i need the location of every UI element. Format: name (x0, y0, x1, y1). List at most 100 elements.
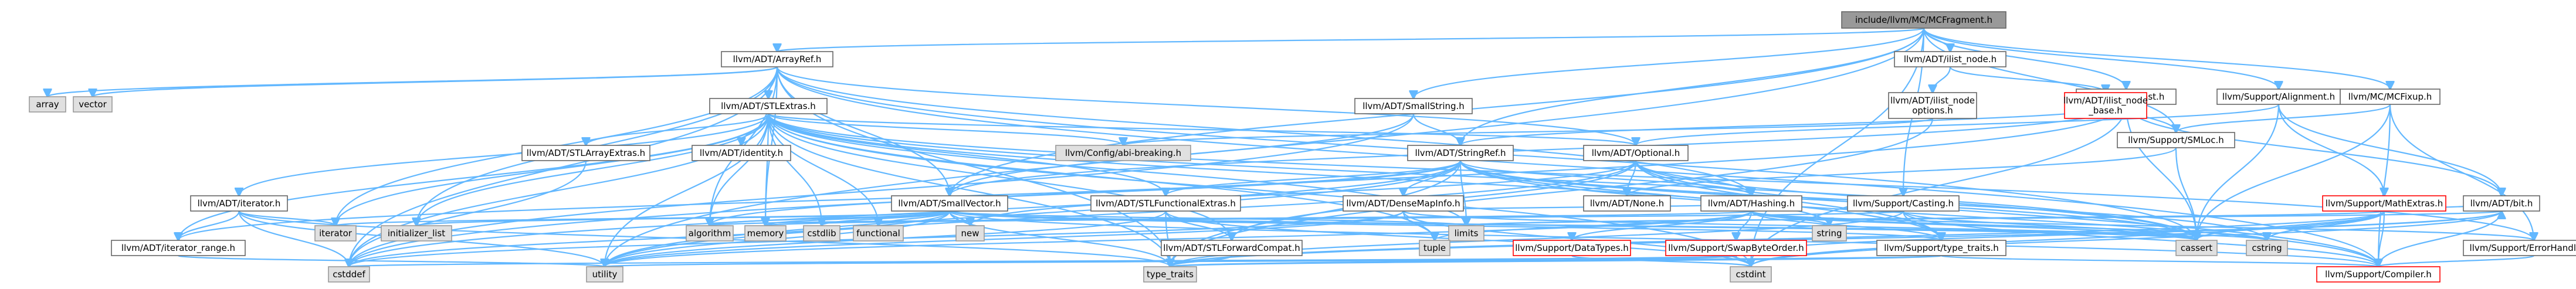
node-box-ilist_node_base[interactable] (2064, 92, 2147, 119)
node-box-stlarrayextras[interactable] (521, 145, 650, 161)
node-iterator[interactable]: llvm/ADT/iterator.h (190, 195, 288, 212)
node-bit[interactable]: llvm/ADT/bit.h (2463, 195, 2540, 212)
node-box-stlextras[interactable] (709, 98, 828, 114)
node-hashing[interactable]: llvm/ADT/Hashing.h (1700, 195, 1802, 212)
node-box-stlforwardcompat[interactable] (1161, 240, 1303, 256)
node-box-stlfunctionalextras[interactable] (1090, 195, 1241, 212)
node-ilist_node_base[interactable]: llvm/ADT/ilist_node_base.h (2063, 92, 2148, 119)
node-errorhandling[interactable]: llvm/Support/ErrorHandling.h (2463, 240, 2576, 256)
node-new[interactable]: new (955, 225, 985, 242)
node-none[interactable]: llvm/ADT/None.h (1583, 195, 1671, 212)
node-box-iterator_range[interactable] (111, 240, 246, 256)
node-box-cstring[interactable] (2246, 240, 2288, 256)
node-casting[interactable]: llvm/Support/Casting.h (1847, 195, 1960, 212)
node-box-utility[interactable] (586, 266, 623, 283)
node-box-cstddef[interactable] (328, 266, 370, 283)
node-stringref[interactable]: llvm/ADT/StringRef.h (1407, 145, 1514, 161)
node-box-optional[interactable] (1583, 145, 1689, 161)
node-cstddef[interactable]: cstddef (328, 266, 370, 283)
node-box-type_traits_llvm[interactable] (1876, 240, 2006, 256)
node-mathextras[interactable]: llvm/Support/MathExtras.h (2322, 195, 2446, 212)
node-box-iterator_std[interactable] (314, 225, 357, 242)
node-box-datatypes[interactable] (1513, 240, 1631, 256)
node-stlfunctionalextras[interactable]: llvm/ADT/STLFunctionalExtras.h (1090, 195, 1241, 212)
node-box-iterator[interactable] (190, 195, 288, 212)
node-box-casting[interactable] (1847, 195, 1960, 212)
node-box-new[interactable] (955, 225, 985, 242)
node-box-abi_breaking[interactable] (1055, 145, 1191, 161)
node-functional[interactable]: functional (853, 225, 904, 242)
node-box-smallvector[interactable] (891, 195, 1008, 212)
node-iterator_std[interactable]: iterator (314, 225, 357, 242)
node-box-smallstring[interactable] (1354, 98, 1473, 114)
node-box-mathextras[interactable] (2322, 195, 2446, 212)
node-box-arrayref[interactable] (721, 51, 833, 67)
node-initializer_list[interactable]: initializer_list (381, 225, 452, 242)
node-algorithm[interactable]: algorithm (686, 225, 734, 242)
node-box-mcfixup[interactable] (2340, 89, 2441, 105)
node-identity[interactable]: llvm/ADT/identity.h (692, 145, 791, 161)
node-stlforwardcompat[interactable]: llvm/ADT/STLForwardCompat.h (1161, 240, 1303, 256)
node-vector[interactable]: vector (73, 96, 113, 113)
node-label-none: llvm/ADT/None.h (1590, 198, 1664, 209)
node-compiler[interactable]: llvm/Support/Compiler.h (2316, 266, 2441, 283)
node-cstring[interactable]: cstring (2246, 240, 2288, 256)
node-box-swapbyteorder[interactable] (1665, 240, 1807, 256)
node-box-type_traits[interactable] (1143, 266, 1197, 283)
node-cstdint[interactable]: cstdint (1730, 266, 1772, 283)
node-stlarrayextras[interactable]: llvm/ADT/STLArrayExtras.h (521, 145, 650, 161)
node-swapbyteorder[interactable]: llvm/Support/SwapByteOrder.h (1665, 240, 1807, 256)
node-string[interactable]: string (1812, 225, 1847, 242)
node-box-compiler[interactable] (2316, 266, 2441, 283)
node-box-cstdint[interactable] (1730, 266, 1772, 283)
node-smallstring[interactable]: llvm/ADT/SmallString.h (1354, 98, 1473, 114)
node-utility[interactable]: utility (586, 266, 623, 283)
node-box-limits[interactable] (1448, 225, 1484, 242)
node-iterator_range[interactable]: llvm/ADT/iterator_range.h (111, 240, 246, 256)
node-box-bit[interactable] (2463, 195, 2540, 212)
node-root[interactable]: include/llvm/MC/MCFragment.h (1841, 11, 2006, 29)
edge-root-to-smallstring (1414, 28, 1925, 98)
node-box-cstdlib[interactable] (803, 225, 840, 242)
edge-stlextras-to-cstddef (349, 113, 770, 267)
node-box-stringref[interactable] (1407, 145, 1514, 161)
node-box-vector[interactable] (73, 96, 113, 113)
node-mcfixup[interactable]: llvm/MC/MCFixup.h (2340, 89, 2441, 105)
node-stlextras[interactable]: llvm/ADT/STLExtras.h (709, 98, 828, 114)
node-smallvector[interactable]: llvm/ADT/SmallVector.h (891, 195, 1008, 212)
node-box-cassert[interactable] (2175, 240, 2218, 256)
node-box-errorhandling[interactable] (2463, 240, 2576, 256)
node-optional[interactable]: llvm/ADT/Optional.h (1583, 145, 1689, 161)
node-array[interactable]: array (29, 96, 66, 113)
node-box-algorithm[interactable] (686, 225, 734, 242)
node-box-functional[interactable] (853, 225, 904, 242)
node-cstdlib[interactable]: cstdlib (803, 225, 840, 242)
node-box-identity[interactable] (692, 145, 791, 161)
node-datatypes[interactable]: llvm/Support/DataTypes.h (1513, 240, 1631, 256)
node-box-smloc[interactable] (2117, 132, 2235, 148)
node-tuple[interactable]: tuple (1419, 240, 1450, 256)
node-box-string[interactable] (1812, 225, 1847, 242)
node-box-initializer_list[interactable] (381, 225, 452, 242)
node-box-array[interactable] (29, 96, 66, 113)
node-limits[interactable]: limits (1448, 225, 1484, 242)
node-box-memory[interactable] (744, 225, 787, 242)
node-box-densemapinfo[interactable] (1343, 195, 1464, 212)
node-type_traits[interactable]: type_traits (1143, 266, 1197, 283)
node-arrayref[interactable]: llvm/ADT/ArrayRef.h (721, 51, 833, 67)
node-alignment[interactable]: llvm/Support/Alignment.h (2216, 89, 2341, 105)
node-ilist_node[interactable]: llvm/ADT/ilist_node.h (1894, 51, 2006, 67)
node-abi_breaking[interactable]: llvm/Config/abi-breaking.h (1055, 145, 1191, 161)
node-memory[interactable]: memory (744, 225, 787, 242)
node-cassert[interactable]: cassert (2175, 240, 2218, 256)
node-box-none[interactable] (1583, 195, 1671, 212)
node-type_traits_llvm[interactable]: llvm/Support/type_traits.h (1876, 240, 2006, 256)
node-box-tuple[interactable] (1419, 240, 1450, 256)
node-box-ilist_node[interactable] (1894, 51, 2006, 67)
node-box-hashing[interactable] (1700, 195, 1802, 212)
node-box-root[interactable] (1841, 11, 2006, 29)
node-densemapinfo[interactable]: llvm/ADT/DenseMapInfo.h (1343, 195, 1464, 212)
node-box-ilist_node_options[interactable] (1888, 92, 1977, 119)
node-smloc[interactable]: llvm/Support/SMLoc.h (2117, 132, 2235, 148)
